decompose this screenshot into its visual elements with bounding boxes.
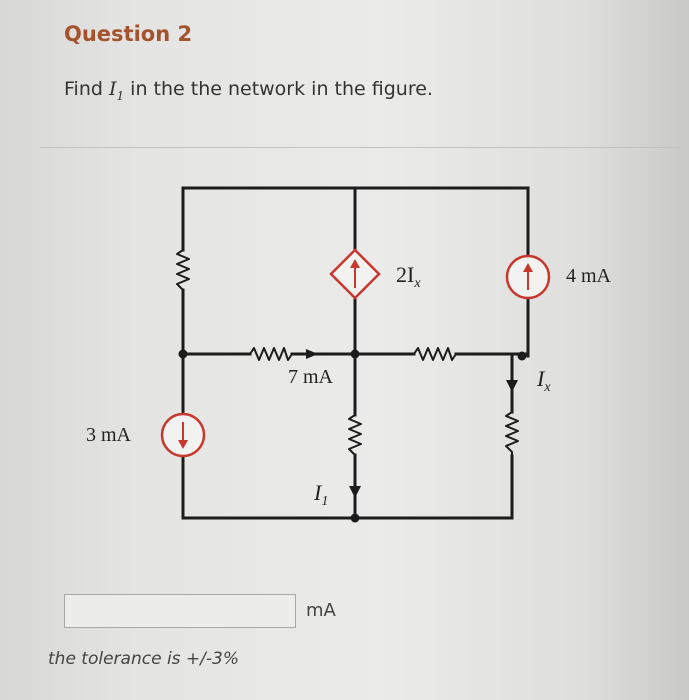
current-source-4mA-arrow-head — [523, 263, 533, 272]
question-prompt: Find I1 in the the network in the figure… — [64, 78, 433, 103]
resistor-middle-vertical — [348, 414, 362, 456]
junction-left — [178, 349, 188, 359]
source-3mA-label: 3 mA — [86, 424, 132, 446]
current-7mA-label: 7 mA — [288, 366, 334, 388]
current-source-3mA-arrow-head — [178, 440, 188, 449]
prompt-text-before: Find — [64, 78, 109, 100]
divider — [40, 147, 680, 148]
source-4mA-label: 4 mA — [566, 265, 612, 287]
junction-right — [517, 351, 527, 361]
prompt-var-sub: 1 — [116, 88, 125, 103]
junction-center — [350, 349, 360, 359]
arrow-7mA — [306, 349, 318, 359]
resistor-mid-horizontal-left — [249, 347, 293, 361]
I1-label: I1 — [313, 480, 328, 509]
prompt-variable: I1 — [108, 78, 125, 103]
question-title: Question 2 — [64, 22, 193, 46]
arrow-I1 — [349, 486, 361, 498]
resistor-mid-horizontal-right — [413, 347, 457, 361]
dependent-source-arrow-head — [350, 259, 360, 268]
Ix-label: Ix — [536, 366, 551, 395]
dependent-source-label: 2Ix — [396, 262, 421, 291]
answer-unit: mA — [306, 600, 336, 621]
resistor-right-vertical — [505, 411, 519, 456]
arrow-Ix — [506, 380, 518, 392]
tolerance-text: the tolerance is +/-3% — [48, 649, 240, 669]
prompt-var-letter: I — [108, 78, 117, 100]
prompt-text-after: in the the network in the figure. — [124, 78, 433, 100]
resistor-left-vertical — [176, 249, 190, 291]
junction-bottom — [350, 513, 360, 523]
answer-input[interactable] — [64, 594, 296, 628]
